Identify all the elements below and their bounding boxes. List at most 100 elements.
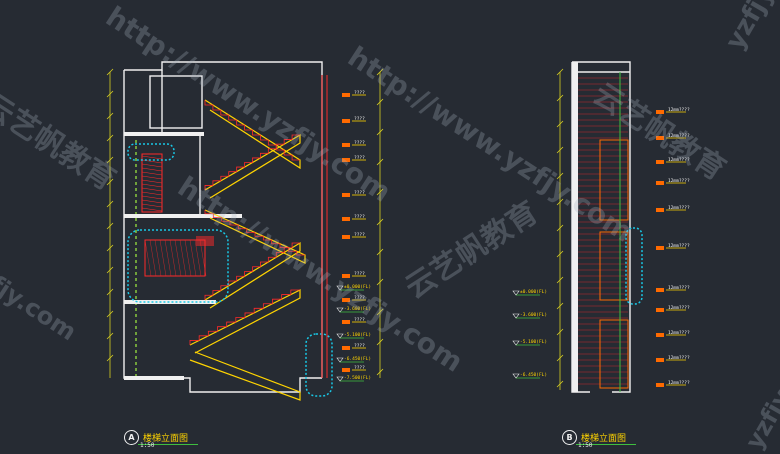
hatch-line bbox=[141, 187, 163, 192]
tag-b-text: 12mm???? bbox=[668, 107, 690, 113]
stair-step bbox=[252, 130, 261, 136]
dim-b-tick bbox=[556, 276, 564, 284]
stair-step bbox=[237, 225, 247, 230]
dim-a-tick bbox=[106, 178, 114, 186]
revision-clouds-b[interactable] bbox=[625, 227, 643, 305]
dimension-chain-right-a bbox=[376, 68, 384, 378]
material-tags-a[interactable]: ????????????????????????????????????????… bbox=[342, 90, 366, 372]
stair-step bbox=[235, 317, 245, 323]
stair-elevation-b[interactable]: 12mm???? 12mm???? 12mm???? 12mm???? 12mm????… bbox=[512, 61, 690, 393]
stair-step bbox=[189, 340, 200, 345]
hatch-line bbox=[141, 155, 163, 160]
dim-b-tick bbox=[556, 250, 564, 258]
drawing-title-b[interactable]: B 楼梯立面图 bbox=[562, 430, 626, 445]
level-a-text: -5.100(FL) bbox=[344, 332, 371, 338]
stair-step bbox=[262, 303, 273, 309]
stair-step bbox=[260, 135, 269, 141]
stair-step bbox=[253, 307, 264, 313]
hatch-line bbox=[144, 239, 152, 277]
title-rule-a bbox=[138, 444, 198, 445]
hatch-line bbox=[141, 183, 163, 188]
dim-b-tick bbox=[556, 302, 564, 310]
dim-a-right-tick bbox=[376, 188, 384, 196]
tag-b-text: 12mm???? bbox=[668, 243, 690, 249]
tag-b-text: 12mm???? bbox=[668, 157, 690, 163]
stair-step bbox=[252, 266, 261, 272]
drawing-scale-a: 1:50 bbox=[140, 442, 155, 449]
drawing-title-text-a: 楼梯立面图 bbox=[143, 434, 189, 444]
stair-step bbox=[236, 275, 245, 281]
stair-elevation-a[interactable]: ????????????????????????????????????????… bbox=[106, 61, 384, 401]
stair-step bbox=[229, 221, 239, 226]
stair-step bbox=[220, 175, 229, 181]
stair-step bbox=[281, 294, 291, 300]
wall-fill-b bbox=[572, 62, 578, 392]
tag-a-tag bbox=[342, 143, 350, 147]
tag-a-text: ???? bbox=[354, 116, 365, 122]
stair-step bbox=[204, 100, 213, 106]
dim-a-tick bbox=[106, 134, 114, 142]
hatch-line bbox=[141, 179, 163, 184]
level-b-text: ±0.000(FL) bbox=[520, 289, 547, 295]
hatch-line bbox=[141, 199, 163, 204]
dim-a-right-tick bbox=[376, 158, 384, 166]
dim-a-right-tick bbox=[376, 218, 384, 226]
tag-b-text: 12mm???? bbox=[668, 178, 690, 184]
stair-step bbox=[260, 261, 269, 267]
stair-step bbox=[226, 321, 236, 327]
dim-a-right-tick bbox=[376, 128, 384, 136]
dim-a-tick bbox=[106, 332, 114, 340]
revision-clouds-a[interactable] bbox=[127, 143, 333, 397]
tag-b-text: 12mm???? bbox=[668, 355, 690, 361]
hatch-line bbox=[141, 207, 163, 212]
stair-step bbox=[207, 330, 218, 336]
tag-b-tag bbox=[656, 246, 664, 250]
stair-step bbox=[212, 180, 221, 186]
tag-b-text: 12mm???? bbox=[668, 380, 690, 386]
dim-b-tick bbox=[556, 146, 564, 154]
tag-a-tag bbox=[342, 193, 350, 197]
tag-a-text: ???? bbox=[354, 295, 365, 301]
dim-a-tick bbox=[106, 222, 114, 230]
tag-b-tag bbox=[656, 333, 664, 337]
hatch-line bbox=[189, 239, 197, 277]
hatch-line bbox=[141, 175, 163, 180]
tag-a-tag bbox=[342, 346, 350, 350]
dim-b-tick bbox=[556, 380, 564, 388]
level-markers-a: ±0.000(FL)-3.600(FL)-5.100(FL)-6.450(FL)… bbox=[336, 284, 371, 382]
stair-step bbox=[228, 171, 237, 177]
wall-outline-b bbox=[571, 61, 631, 393]
tag-a-tag bbox=[342, 368, 350, 372]
stair-step bbox=[283, 150, 293, 156]
stair-step bbox=[272, 298, 282, 304]
stair-step bbox=[217, 326, 227, 332]
tag-a-tag bbox=[342, 93, 350, 97]
tag-b-tag bbox=[656, 160, 664, 164]
hatch-lines-a bbox=[141, 155, 207, 277]
drawing-title-a[interactable]: A 楼梯立面图 bbox=[124, 430, 188, 445]
tag-b-tag bbox=[656, 208, 664, 212]
handrail-column-a bbox=[321, 75, 328, 378]
level-a-text: -7.500(FL) bbox=[344, 375, 371, 381]
dim-a-right-tick bbox=[376, 368, 384, 376]
hatch-line bbox=[194, 239, 202, 277]
stair-block-b bbox=[599, 139, 629, 221]
level-b-text: -6.450(FL) bbox=[520, 372, 547, 378]
drawing-scale-b: 1:50 bbox=[578, 442, 593, 449]
hatch-line bbox=[141, 167, 163, 172]
tag-a-tag bbox=[342, 274, 350, 278]
tag-a-text: ???? bbox=[354, 271, 365, 277]
hatch-line bbox=[154, 239, 162, 277]
level-a-text: -6.450(FL) bbox=[344, 356, 371, 362]
stair-step bbox=[283, 247, 293, 253]
level-b-text: -5.100(FL) bbox=[520, 339, 547, 345]
material-tags-b[interactable]: 12mm???? 12mm???? 12mm???? 12mm???? 12mm????… bbox=[656, 107, 690, 387]
stair-step bbox=[244, 312, 255, 318]
tag-a-text: ???? bbox=[354, 140, 365, 146]
dim-a-tick bbox=[106, 68, 114, 76]
stair-step bbox=[254, 232, 264, 237]
stair-step bbox=[275, 252, 285, 258]
hatch-line bbox=[141, 191, 163, 196]
tag-a-tag bbox=[342, 119, 350, 123]
